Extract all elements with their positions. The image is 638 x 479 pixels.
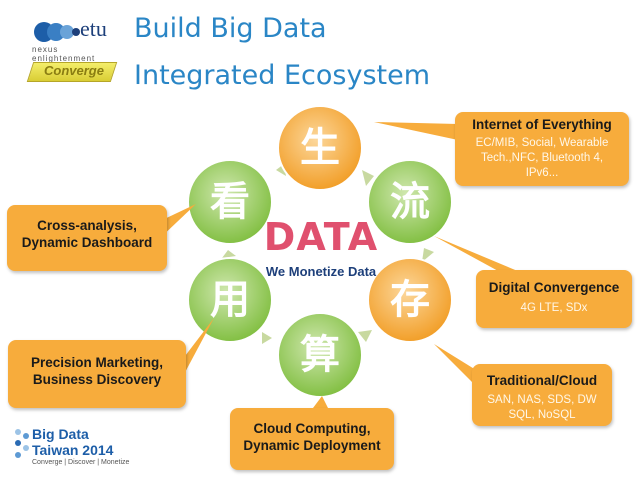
data-logo-word: DATA	[264, 215, 378, 259]
callout-ioe-detail: EC/MIB, Social, Wearable Tech.,NFC, Blue…	[475, 137, 609, 179]
callout-digital-detail: 4G LTE, SDx	[520, 302, 588, 314]
cycle-node-kan-label: 看	[210, 179, 250, 225]
cycle-node-liu-label: 流	[390, 179, 430, 225]
title-line-1: Build Big Data	[134, 13, 327, 44]
converge-badge-label: Converge	[44, 63, 104, 78]
arrow-1	[362, 170, 374, 186]
arrow-4	[262, 332, 272, 344]
callout-traditional-detail: SAN, NAS, SDS, DW SQL, NoSQL	[487, 394, 597, 421]
title-line-2: Integrated Ecosystem	[134, 60, 431, 91]
etu-logo-mark	[34, 22, 80, 42]
arrow-2	[422, 248, 434, 262]
callout-cross-heading: Cross-analysis, Dynamic Dashboard	[21, 218, 153, 250]
tail-cross	[158, 204, 196, 240]
cycle-node-cun-label: 存	[390, 277, 430, 323]
cycle-node-yong-label: 用	[210, 277, 250, 323]
cycle-node-suan-label: 算	[300, 332, 340, 378]
arrow-5	[222, 250, 236, 258]
cycle-node-kan: 看	[187, 159, 273, 245]
callout-internet-of-everything: Internet of Everything EC/MIB, Social, W…	[455, 112, 629, 186]
callout-digital-convergence: Digital Convergence 4G LTE, SDx	[476, 270, 632, 328]
tail-traditional	[434, 344, 476, 386]
callout-traditional-heading: Traditional/Cloud	[486, 373, 598, 388]
callout-ioe-heading: Internet of Everything	[472, 117, 612, 132]
callout-cloud-computing: Cloud Computing, Dynamic Deployment	[230, 408, 394, 470]
etu-logo: etu nexus enlightenment Converge	[14, 14, 122, 84]
callout-digital-heading: Digital Convergence	[488, 280, 620, 295]
event-logo: Big Data Taiwan 2014 Converge | Discover…	[8, 420, 158, 472]
cycle-node-sheng: 生	[277, 105, 363, 191]
data-logo: DATA We Monetize Data	[264, 215, 378, 279]
tail-precision	[182, 318, 214, 378]
data-logo-subtitle: We Monetize Data	[266, 264, 377, 279]
cycle-arrows	[222, 164, 434, 344]
etu-logo-name: etu	[80, 16, 107, 41]
event-logo-dots-icon	[15, 429, 29, 458]
callout-cloud-heading: Cloud Computing, Dynamic Deployment	[243, 421, 381, 453]
callout-traditional-cloud: Traditional/Cloud SAN, NAS, SDS, DW SQL,…	[472, 364, 612, 426]
event-logo-line-2: Taiwan 2014	[32, 442, 114, 458]
etu-logo-tagline: nexus enlightenment	[32, 45, 96, 63]
cycle-node-sheng-label: 生	[300, 125, 340, 171]
cycle-node-suan: 算	[277, 312, 363, 398]
event-logo-tagline: Converge | Discover | Monetize	[32, 459, 130, 466]
tail-digital	[434, 236, 520, 272]
arrow-3	[358, 330, 372, 342]
cycle-node-liu: 流	[367, 159, 453, 245]
cycle-node-yong: 用	[187, 257, 273, 343]
callout-precision-marketing: Precision Marketing, Business Discovery	[8, 340, 186, 408]
cycle-node-cun: 存	[367, 257, 453, 343]
callout-cross-analysis: Cross-analysis, Dynamic Dashboard	[7, 205, 167, 271]
callout-precision-heading: Precision Marketing, Business Discovery	[30, 355, 164, 387]
tail-ioe	[374, 122, 458, 140]
event-logo-line-1: Big Data	[32, 426, 89, 442]
callout-tails	[158, 122, 520, 412]
